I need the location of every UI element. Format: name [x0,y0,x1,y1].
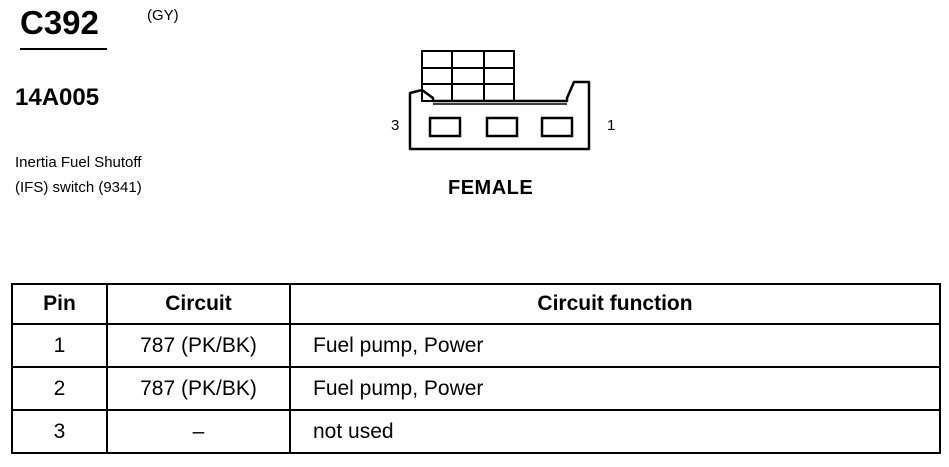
connector-housing [408,80,591,151]
pin-cavity-3 [428,116,462,138]
connector-color-code: (GY) [147,7,179,24]
connector-id-underline [20,48,107,50]
pin-table: Pin Circuit Circuit function 1 787 (PK/B… [11,283,941,454]
cell-circuit: 787 (PK/BK) [106,366,291,411]
table-row: 1 787 (PK/BK) Fuel pump, Power [11,323,941,368]
component-description-line-1: Inertia Fuel Shutoff [15,154,142,171]
cell-circuit-function: Fuel pump, Power [289,323,941,368]
connector-face-diagram [408,50,591,151]
cell-circuit-function: Fuel pump, Power [289,366,941,411]
pin-label-1: 1 [607,117,616,134]
component-description: Inertia Fuel Shutoff (IFS) switch (9341) [15,150,142,200]
locking-tab [421,50,515,102]
component-description-line-2: (IFS) switch (9341) [15,179,142,196]
pin-cavity-1 [540,116,574,138]
connector-id: C392 [20,4,99,41]
header-circuit-function: Circuit function [289,283,941,325]
cell-pin: 3 [11,409,108,454]
header-pin: Pin [11,283,108,325]
cell-pin: 1 [11,323,108,368]
part-number: 14A005 [15,84,100,111]
cell-pin: 2 [11,366,108,411]
cell-circuit: – [106,409,291,454]
header-circuit: Circuit [106,283,291,325]
cell-circuit-function: not used [289,409,941,454]
cell-circuit: 787 (PK/BK) [106,323,291,368]
table-row: 3 – not used [11,409,941,454]
pin-cavity-2 [485,116,519,138]
connector-gender-label: FEMALE [448,177,534,199]
table-header-row: Pin Circuit Circuit function [11,283,941,325]
table-row: 2 787 (PK/BK) Fuel pump, Power [11,366,941,411]
pin-label-3: 3 [391,117,400,134]
